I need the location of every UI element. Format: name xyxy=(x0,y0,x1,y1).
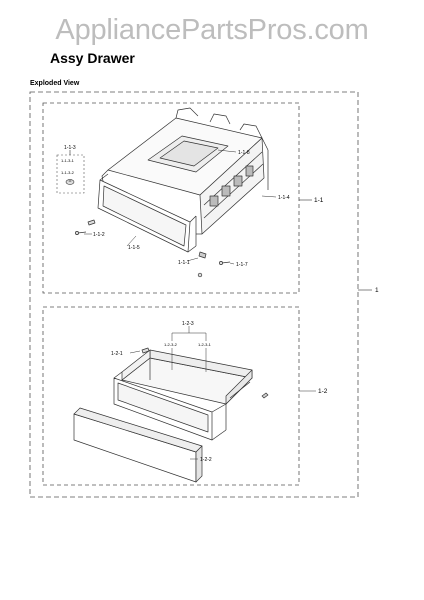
callout-1-1-5: 1-1-5 xyxy=(128,245,140,251)
callout-1-2-3-1: 1-2-3-1 xyxy=(198,342,212,347)
callout-1-1-7: 1-1-7 xyxy=(236,262,248,268)
callout-1-1-4: 1-1-4 xyxy=(278,195,290,201)
callout-1-1-8: 1-1-8 xyxy=(238,150,250,156)
callout-1-1: 1-1 xyxy=(314,197,324,204)
detail-inset-1-1-3 xyxy=(56,154,85,194)
callout-1-1-3-1: 1-1-3-1 xyxy=(61,158,75,163)
callout-1-1-3: 1-1-3 xyxy=(64,145,76,151)
callout-1-2-3: 1-2-3 xyxy=(182,321,194,327)
drawer-tray-drawing xyxy=(73,347,269,483)
diagram-subtitle: Exploded View xyxy=(30,80,80,87)
diagram-title: Assy Drawer xyxy=(50,50,135,66)
callout-1-1-2: 1-1-2 xyxy=(93,232,105,238)
watermark: AppliancePartsPros.com xyxy=(55,14,369,46)
drawer-housing-drawing xyxy=(75,107,269,278)
callout-1-2: 1-2 xyxy=(318,388,328,395)
callout-1-2-1: 1-2-1 xyxy=(111,351,123,357)
callout-1-1-3-2: 1-1-3-2 xyxy=(61,170,75,175)
callout-1-2-2: 1-2-2 xyxy=(200,457,212,463)
lower-assembly-frame xyxy=(42,306,300,486)
upper-assembly-frame xyxy=(42,102,300,294)
assembly-frame xyxy=(29,91,359,498)
callout-1: 1 xyxy=(375,287,379,294)
callout-1-1-1: 1-1-1 xyxy=(178,260,190,266)
callout-1-2-3-2: 1-2-3-2 xyxy=(164,342,178,347)
